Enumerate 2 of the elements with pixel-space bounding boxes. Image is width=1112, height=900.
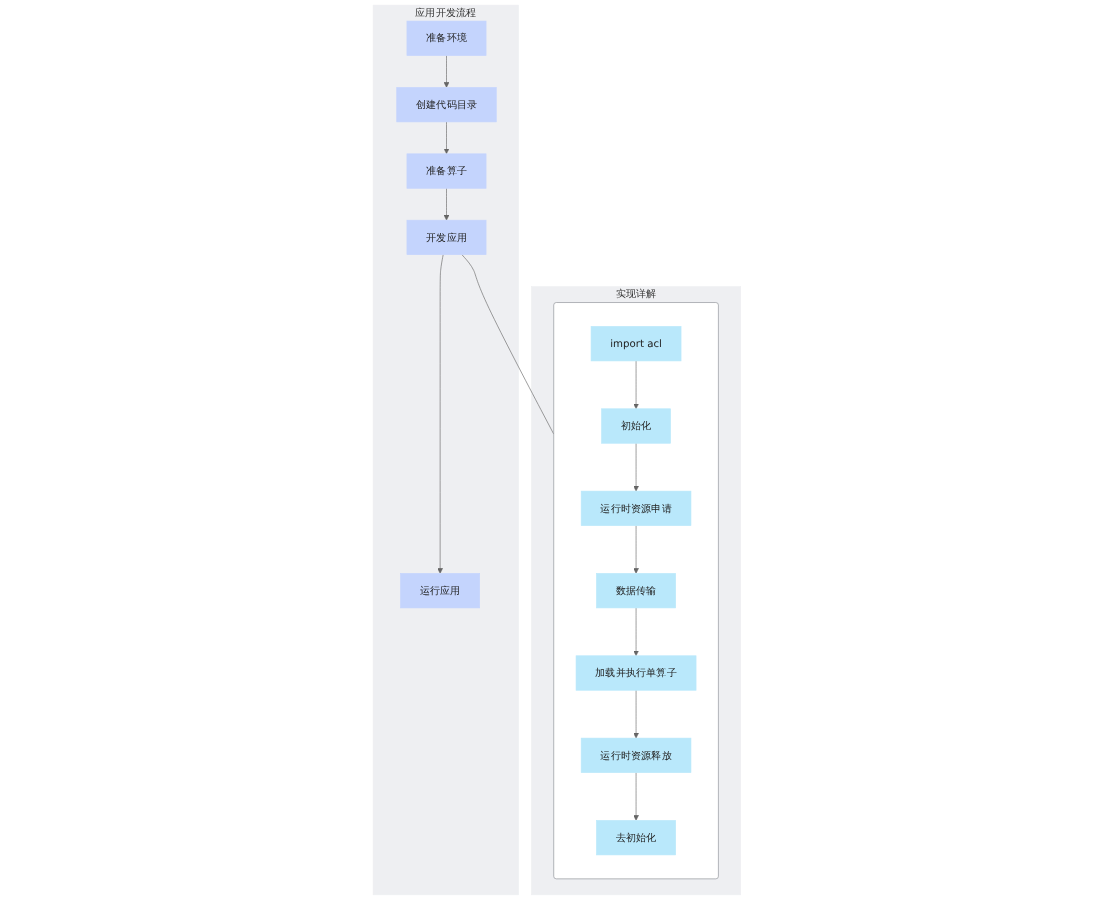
connector (460, 254, 554, 435)
cluster (552, 302, 718, 880)
